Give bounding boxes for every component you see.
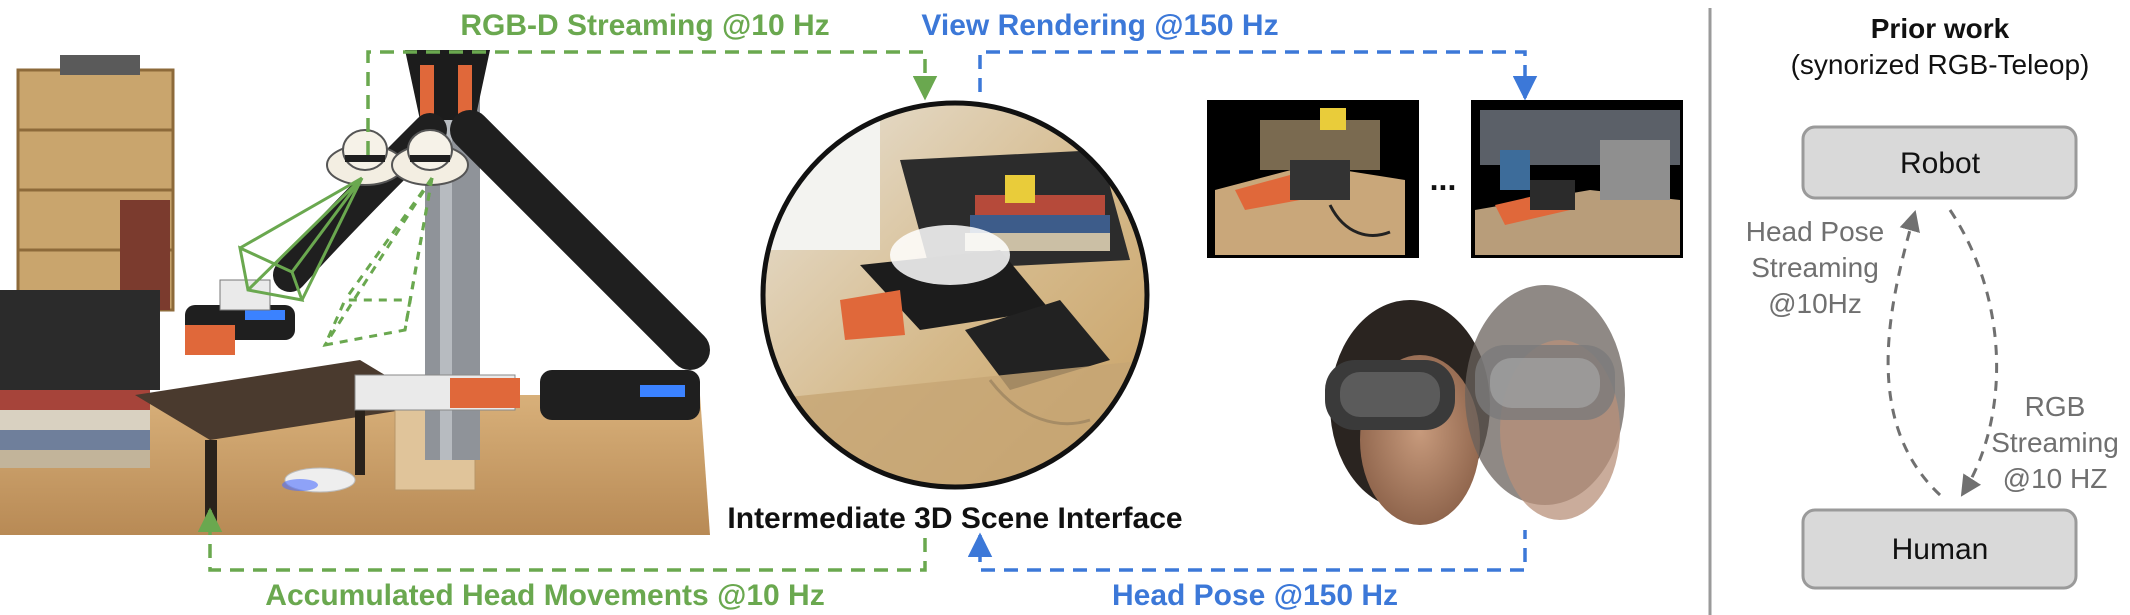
accumulated-head-label: Accumulated Head Movements @10 Hz	[265, 579, 824, 612]
rgb-streaming-line-2: Streaming	[1991, 427, 2119, 458]
vr-users-photo	[1320, 285, 1630, 530]
head-pose-streaming-line-1: Head Pose	[1746, 216, 1885, 247]
blue-loop	[967, 50, 1538, 572]
prior-work-subtitle: (synorized RGB-Teleop)	[1791, 49, 2090, 80]
rgbd-streaming-label: RGB-D Streaming @10 Hz	[460, 9, 829, 42]
robot-box	[1801, 125, 2078, 200]
robot-photo	[0, 50, 710, 535]
head-pose-streaming-line-3: @10Hz	[1768, 288, 1862, 319]
scene-circle-border	[760, 100, 1150, 490]
camera-frustum-dashed	[322, 177, 434, 348]
rgb-streaming-line-3: @10 HZ	[2003, 463, 2108, 494]
scene-render-circle	[760, 100, 1150, 490]
robot-box-label: Robot	[1900, 147, 1981, 180]
human-box	[1801, 508, 2078, 590]
rgb-streaming-line-1: RGB	[2025, 391, 2086, 422]
black-cabinet	[0, 290, 160, 390]
rgbd-streaming-arrow	[366, 50, 938, 155]
scene-interface-label: Intermediate 3D Scene Interface	[727, 502, 1182, 535]
green-loop	[197, 50, 938, 572]
rgb-streaming-arrow	[1948, 209, 1999, 497]
views-ellipsis: ...	[1430, 161, 1457, 197]
human-box-label: Human	[1892, 533, 1989, 566]
head-pose-label: Head Pose @150 Hz	[1112, 579, 1398, 612]
rendered-view-1	[1207, 100, 1419, 258]
prior-work-panel: Prior work (synorized RGB-Teleop) Robot …	[1746, 13, 2119, 590]
camera-frustum	[237, 176, 364, 302]
prior-work-title: Prior work	[1871, 13, 2010, 44]
rendered-view-2	[1471, 100, 1683, 258]
view-rendering-label: View Rendering @150 Hz	[921, 9, 1278, 42]
view-rendering-arrow	[978, 50, 1538, 101]
head-pose-streaming-arrow	[1886, 209, 1942, 497]
head-pose-streaming-line-2: Streaming	[1751, 252, 1879, 283]
head-pose-arrow	[967, 525, 1527, 572]
